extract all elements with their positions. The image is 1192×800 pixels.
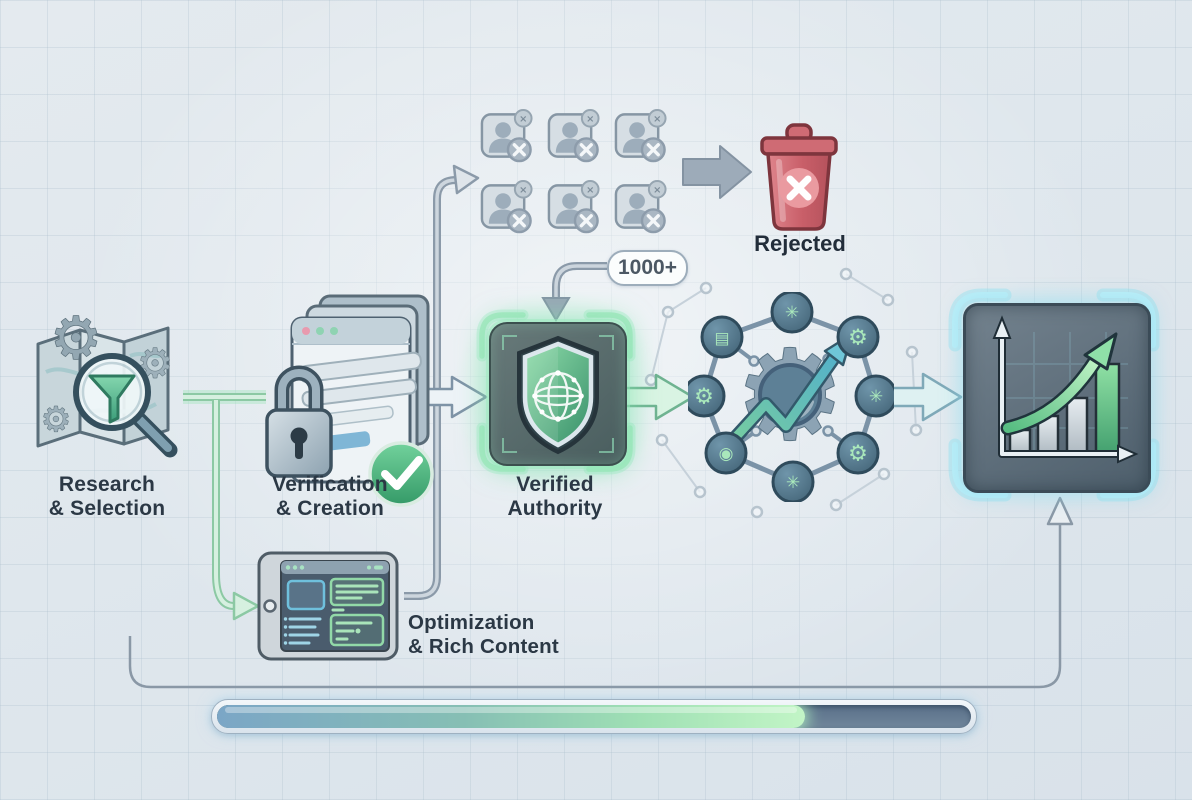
filter-icon — [88, 374, 136, 424]
chart-axes — [992, 315, 1139, 464]
text-lines-cyan — [288, 617, 322, 645]
gear-network-icon: ⚙ ✳ ⚙ ✳ ⚙ ✳ ◉ ⚙ ▤ — [688, 292, 894, 502]
svg-text:⚙: ⚙ — [848, 326, 868, 351]
home-button — [263, 599, 277, 613]
shield-globe-icon — [502, 335, 614, 455]
research-label: Research & Selection — [48, 473, 166, 521]
svg-text:✳: ✳ — [869, 387, 883, 407]
shield-corner-brackets — [476, 309, 636, 475]
globe-nodes — [532, 370, 584, 422]
rejected-label: Rejected — [754, 231, 846, 256]
bar-chart-rising-arrow-icon — [992, 315, 1139, 464]
user-profile-x-icon — [546, 178, 602, 235]
verification-browser-icon — [265, 294, 434, 507]
frame-ticks — [502, 335, 614, 453]
verification-label: Verification & Creation — [272, 473, 388, 521]
user-profile-x-icon — [613, 107, 669, 164]
gear-icon: ⚙ — [41, 400, 71, 440]
progress-fill — [217, 705, 806, 728]
svg-text:⚙: ⚙ — [694, 385, 714, 410]
trash-icon — [760, 123, 838, 231]
svg-text:✳: ✳ — [785, 303, 799, 323]
user-profile-x-icon — [546, 107, 602, 164]
count-badge: 1000+ — [607, 250, 688, 286]
optimization-label: Optimization & Rich Content — [408, 611, 559, 658]
authority-label: Verified Authority — [507, 473, 603, 521]
user-profile-x-icon — [613, 178, 669, 235]
svg-text:⚙: ⚙ — [848, 442, 868, 467]
chart-corner-brackets — [948, 288, 1160, 502]
user-profile-x-icon — [479, 107, 535, 164]
arrow-to-trash — [682, 145, 752, 199]
tablet-content-icon — [257, 551, 399, 661]
svg-text:✳: ✳ — [786, 473, 800, 493]
verified-authority-card — [489, 322, 627, 466]
rising-arrow-icon — [1000, 332, 1118, 436]
x-circle-icon — [779, 168, 819, 208]
user-profile-x-icon — [479, 178, 535, 235]
browser-stack-icon — [290, 294, 430, 484]
magnifier-icon — [73, 353, 178, 458]
svg-text:◉: ◉ — [719, 444, 734, 464]
arrow-branch-to-tablet — [212, 400, 260, 621]
network-nodes: ✳ ⚙ ✳ ⚙ ✳ ◉ ⚙ ▤ — [688, 292, 894, 502]
progress-bar — [211, 699, 977, 734]
rejected-profiles-grid — [479, 107, 679, 237]
image-placeholder — [286, 579, 326, 611]
pipe-tablet-to-rejected — [404, 164, 480, 600]
feedback-line-to-growth — [128, 496, 1074, 689]
lock-icon — [265, 365, 333, 478]
research-map-icon: ⚙ ⚙ ⚙ — [36, 303, 178, 458]
svg-text:▤: ▤ — [714, 329, 729, 348]
growth-chart-card — [963, 303, 1151, 493]
pipe-count-to-shield — [541, 262, 607, 322]
progress-track — [217, 705, 971, 728]
chart-bars — [1008, 362, 1121, 456]
check-icon — [368, 441, 434, 507]
